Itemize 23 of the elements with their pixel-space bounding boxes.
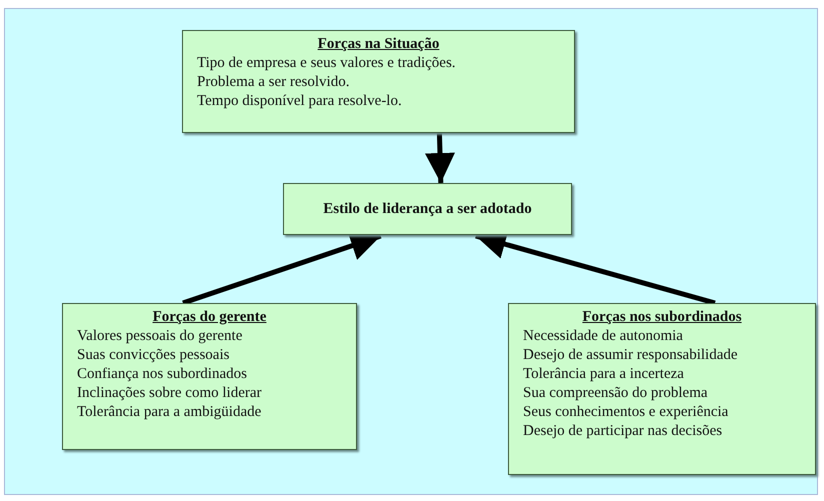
text-box [508,303,816,475]
list-item: Tipo de empresa e seus valores e tradições. [197,54,457,73]
list-item: Valores pessoais do gerente [77,327,244,346]
text-box [283,183,572,235]
box-heading: Forças nos subordinados [581,308,743,327]
list-item: Tolerância para a ambigüidade [77,403,262,422]
list-item: Seus conhecimentos e experiência [523,403,730,422]
list-item: Suas convicções pessoais [77,346,230,365]
list-item: Tempo disponível para resolve-lo. [197,92,403,111]
arrow [424,132,455,184]
list-item: Sua compreensão do problema [523,384,709,403]
text-box [182,30,575,133]
list-item: Inclinações sobre como liderar [77,384,263,403]
text-box [62,303,357,450]
list-item: Problema a ser resolvido. [197,73,350,92]
box-heading: Forças do gerente [152,308,268,327]
box-heading: Forças na Situação [316,35,440,54]
box-heading: Estilo de liderança a ser adotado [323,200,532,218]
list-item: Desejo de participar nas decisões [523,422,724,441]
list-item: Desejo de assumir responsabilidade [523,346,739,365]
list-item: Confiança nos subordinados [77,365,248,384]
list-item: Tolerância para a incerteza [523,365,685,384]
list-item: Necessidade de autonomia [523,327,684,346]
